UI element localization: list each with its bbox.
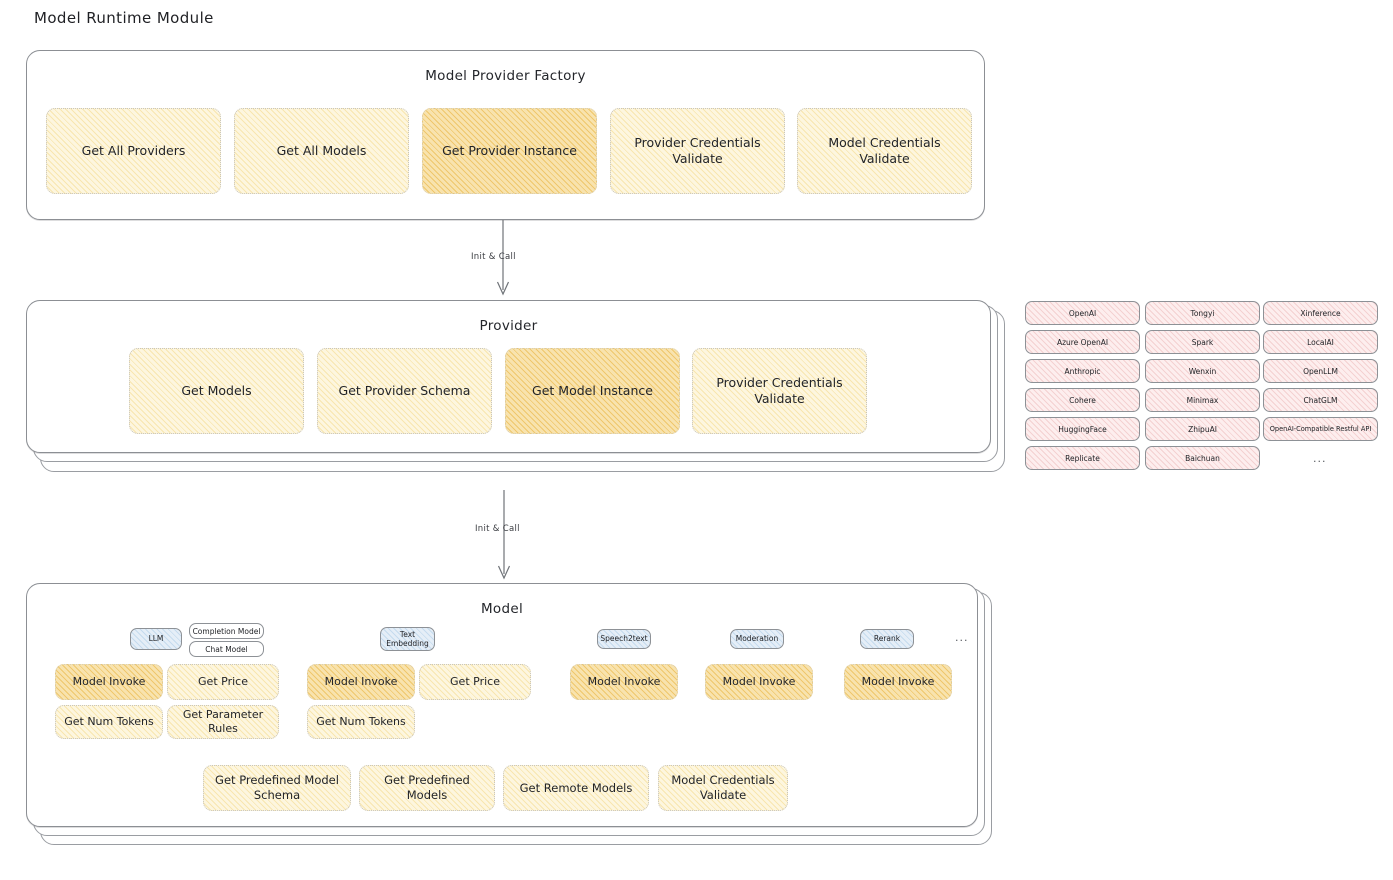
factory-fn-provider-credentials-validate[interactable]: Provider Credentials Validate bbox=[610, 108, 785, 194]
model-panel: Model LLM Completion Model Chat Model Mo… bbox=[26, 583, 978, 827]
rerank-fn-model-invoke[interactable]: Model Invoke bbox=[844, 664, 952, 700]
model-type-chip-moderation[interactable]: Moderation bbox=[730, 629, 784, 649]
provider-chip-chatglm[interactable]: ChatGLM bbox=[1263, 388, 1378, 412]
arrow-label-init-call-1: Init & Call bbox=[471, 252, 516, 262]
model-type-chip-speech2text[interactable]: Speech2text bbox=[597, 629, 651, 649]
model-subtype-chip-completion-model[interactable]: Completion Model bbox=[189, 623, 264, 639]
provider-list-more-ellipsis: ... bbox=[1313, 452, 1327, 465]
arrow-provider-to-model bbox=[497, 490, 511, 580]
text-embedding-fn-model-invoke[interactable]: Model Invoke bbox=[307, 664, 415, 700]
text-embedding-fn-get-price[interactable]: Get Price bbox=[419, 664, 531, 700]
provider-chip-baichuan[interactable]: Baichuan bbox=[1145, 446, 1260, 470]
model-provider-factory-panel: Model Provider Factory Get All Providers… bbox=[26, 50, 985, 220]
arrow-label-init-call-2: Init & Call bbox=[475, 524, 520, 534]
provider-chip-openai[interactable]: OpenAI bbox=[1025, 301, 1140, 325]
provider-chip-localai[interactable]: LocalAI bbox=[1263, 330, 1378, 354]
factory-fn-get-provider-instance[interactable]: Get Provider Instance bbox=[422, 108, 597, 194]
model-fn-get-remote-models[interactable]: Get Remote Models bbox=[503, 765, 649, 811]
model-types-more-ellipsis: ... bbox=[955, 631, 969, 644]
factory-fn-get-all-models[interactable]: Get All Models bbox=[234, 108, 409, 194]
llm-fn-get-num-tokens[interactable]: Get Num Tokens bbox=[55, 705, 163, 739]
model-fn-model-credentials-validate[interactable]: Model Credentials Validate bbox=[658, 765, 788, 811]
moderation-fn-model-invoke[interactable]: Model Invoke bbox=[705, 664, 813, 700]
provider-fn-get-provider-schema[interactable]: Get Provider Schema bbox=[317, 348, 492, 434]
provider-chip-huggingface[interactable]: HuggingFace bbox=[1025, 417, 1140, 441]
model-fn-get-predefined-models[interactable]: Get Predefined Models bbox=[359, 765, 495, 811]
provider-fn-provider-credentials-validate[interactable]: Provider Credentials Validate bbox=[692, 348, 867, 434]
provider-chip-openai-compatible-restful-api[interactable]: OpenAI-Compatible Restful API bbox=[1263, 417, 1378, 441]
provider-chip-wenxin[interactable]: Wenxin bbox=[1145, 359, 1260, 383]
provider-panel: Provider Get Models Get Provider Schema … bbox=[26, 300, 991, 453]
llm-fn-model-invoke[interactable]: Model Invoke bbox=[55, 664, 163, 700]
provider-chip-openllm[interactable]: OpenLLM bbox=[1263, 359, 1378, 383]
text-embedding-fn-get-num-tokens[interactable]: Get Num Tokens bbox=[307, 705, 415, 739]
speech2text-fn-model-invoke[interactable]: Model Invoke bbox=[570, 664, 678, 700]
model-type-chip-rerank[interactable]: Rerank bbox=[860, 629, 914, 649]
model-fn-get-predefined-model-schema[interactable]: Get Predefined Model Schema bbox=[203, 765, 351, 811]
factory-fn-get-all-providers[interactable]: Get All Providers bbox=[46, 108, 221, 194]
llm-fn-get-parameter-rules[interactable]: Get Parameter Rules bbox=[167, 705, 279, 739]
provider-chip-azure-openai[interactable]: Azure OpenAI bbox=[1025, 330, 1140, 354]
factory-fn-model-credentials-validate[interactable]: Model Credentials Validate bbox=[797, 108, 972, 194]
provider-chip-anthropic[interactable]: Anthropic bbox=[1025, 359, 1140, 383]
provider-chip-spark[interactable]: Spark bbox=[1145, 330, 1260, 354]
page-title: Model Runtime Module bbox=[34, 9, 214, 27]
provider-chip-minimax[interactable]: Minimax bbox=[1145, 388, 1260, 412]
provider-title: Provider bbox=[479, 318, 538, 334]
provider-chip-cohere[interactable]: Cohere bbox=[1025, 388, 1140, 412]
model-title: Model bbox=[480, 601, 524, 617]
arrow-factory-to-provider bbox=[496, 220, 510, 296]
llm-fn-get-price[interactable]: Get Price bbox=[167, 664, 279, 700]
provider-fn-get-models[interactable]: Get Models bbox=[129, 348, 304, 434]
model-subtype-chip-chat-model[interactable]: Chat Model bbox=[189, 641, 264, 657]
provider-chip-tongyi[interactable]: Tongyi bbox=[1145, 301, 1260, 325]
provider-fn-get-model-instance[interactable]: Get Model Instance bbox=[505, 348, 680, 434]
provider-chip-xinference[interactable]: Xinference bbox=[1263, 301, 1378, 325]
provider-chip-replicate[interactable]: Replicate bbox=[1025, 446, 1140, 470]
provider-chip-zhipuai[interactable]: ZhipuAI bbox=[1145, 417, 1260, 441]
factory-title: Model Provider Factory bbox=[425, 68, 586, 84]
model-type-chip-llm[interactable]: LLM bbox=[130, 628, 182, 650]
model-type-chip-text-embedding[interactable]: Text Embedding bbox=[380, 627, 435, 651]
